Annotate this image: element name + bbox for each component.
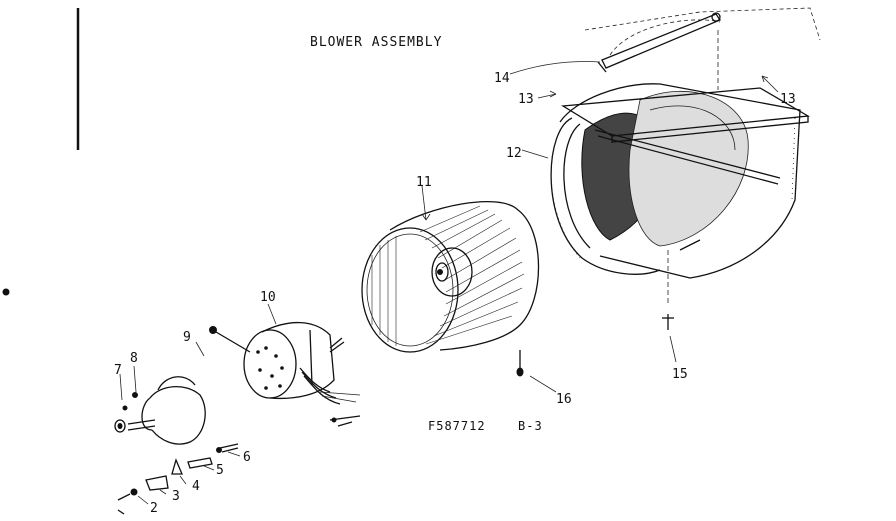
diagram-title: BLOWER ASSEMBLY [310,35,442,50]
callout-13a: 13 [518,92,534,107]
callout-8: 8 [130,351,138,366]
housing-rod [597,12,721,73]
callout-14: 14 [494,71,510,86]
callout-4: 4 [192,479,200,494]
callout-15: 15 [672,367,688,382]
leader-lines [119,61,779,505]
figure-code: F587712 [428,419,486,433]
blower-wheel [361,200,540,353]
callout-6: 6 [243,450,251,465]
motor [209,321,361,405]
callout-16: 16 [556,392,572,407]
callout-9: 9 [183,330,191,345]
small-parts [117,415,361,515]
page-ref: B-3 [518,419,543,433]
callout-2: 2 [150,501,158,516]
callout-12: 12 [506,146,522,161]
blower-housing [550,7,821,305]
punch-mark [2,288,10,296]
fasteners [516,314,674,377]
callout-10: 10 [260,290,276,305]
callout-5: 5 [216,463,224,478]
callout-11: 11 [416,175,432,190]
callout-13b: 13 [780,92,796,107]
callout-3: 3 [172,489,180,504]
motor-mount [114,376,206,445]
callout-7: 7 [114,363,122,378]
